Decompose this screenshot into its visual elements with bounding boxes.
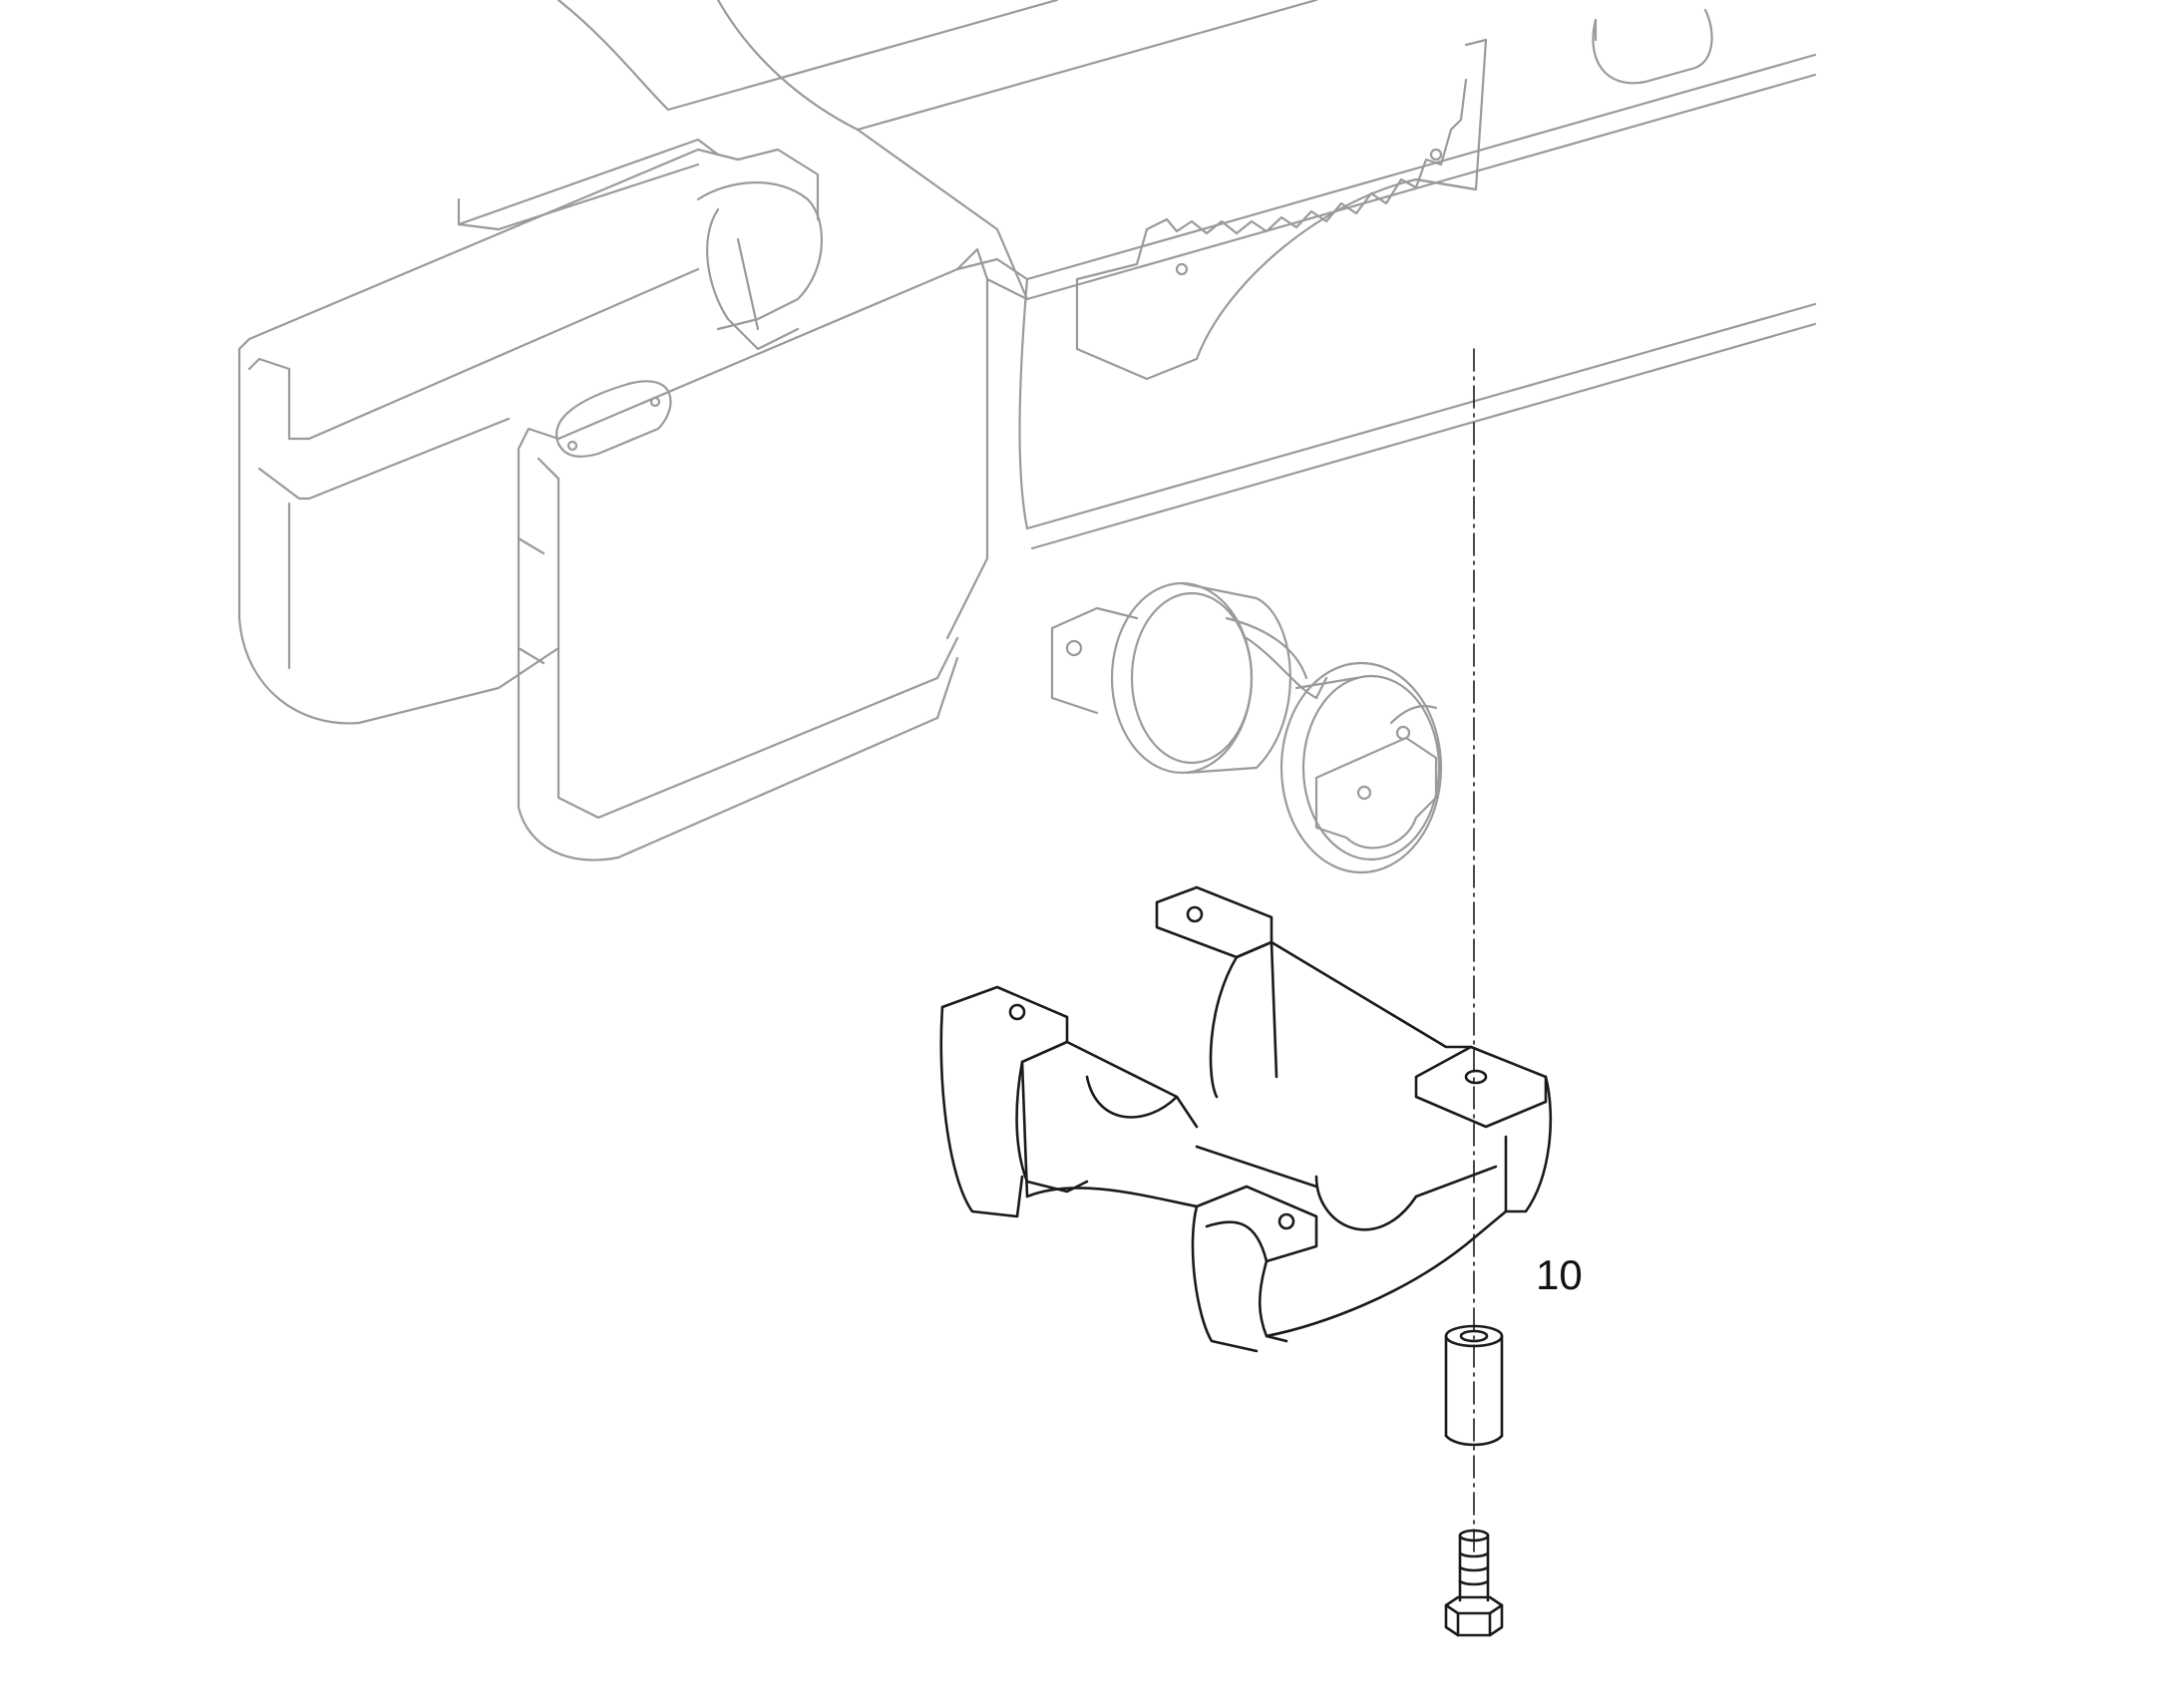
spacer-sleeve — [1444, 1324, 1504, 1447]
part-callout-10: 10 — [1536, 1251, 1583, 1298]
hex-bolt — [1444, 1529, 1504, 1637]
track-roller — [1050, 581, 1443, 874]
roller-guard — [939, 885, 1553, 1353]
track-frame — [237, 0, 1817, 861]
